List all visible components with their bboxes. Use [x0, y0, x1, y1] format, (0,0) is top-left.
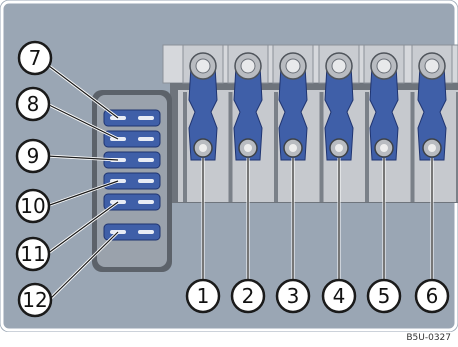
top-nut-center	[424, 58, 440, 74]
fuse-strap	[233, 65, 263, 161]
callout-label: 1	[197, 284, 210, 308]
callout-circle	[17, 282, 53, 318]
callout-label: 3	[287, 284, 300, 308]
housing-slot	[274, 92, 278, 202]
blade-fuse	[103, 172, 161, 190]
upright-fuse	[363, 44, 405, 161]
blade-fuse	[103, 130, 161, 148]
housing-front	[178, 90, 458, 202]
housing-slot	[183, 92, 187, 202]
callout-label: 8	[27, 92, 40, 116]
top-nut-center	[331, 58, 347, 74]
callout-upright-fuse: 2	[230, 278, 266, 314]
callout-circle	[230, 278, 266, 314]
housing-slot	[365, 92, 369, 202]
leader-line	[46, 180, 119, 207]
top-nut-center	[195, 58, 211, 74]
bottom-nut-center	[380, 144, 388, 152]
callout-blade-fuse: 11	[15, 236, 51, 272]
callout-upright-fuse: 1	[185, 278, 221, 314]
blade-fuse	[103, 223, 161, 241]
callout-label: 10	[20, 194, 45, 218]
blade-fuse-body	[103, 172, 161, 190]
callout-label: 11	[20, 242, 45, 266]
callout-circle	[275, 278, 311, 314]
blade-fuse-window	[138, 200, 154, 204]
callout-label: 9	[27, 144, 40, 168]
top-nut-center	[376, 58, 392, 74]
leader-line	[48, 65, 119, 119]
callout-circle	[15, 86, 51, 122]
callout-blade-fuse: 10	[15, 188, 51, 224]
blade-fuse-body	[103, 193, 161, 211]
callout-blade-fuse: 12	[17, 282, 53, 318]
blade-fuse-body	[103, 223, 161, 241]
callout-label: 5	[378, 284, 391, 308]
leader-line	[46, 155, 119, 161]
callout-blade-fuse: 9	[15, 138, 51, 174]
callout-upright-fuse: 4	[321, 278, 357, 314]
callout-circle	[185, 278, 221, 314]
fuse-strap	[188, 65, 218, 161]
callout-label: 6	[426, 284, 439, 308]
leader-line	[46, 103, 119, 140]
callout-circle	[17, 40, 53, 76]
callout-label: 2	[242, 284, 255, 308]
callout-upright-fuse: 6	[414, 278, 450, 314]
top-nut-center	[285, 58, 301, 74]
bottom-nut-center	[335, 144, 343, 152]
blade-fuse-window	[138, 116, 154, 120]
callout-circle	[15, 236, 51, 272]
callout-blade-fuse: 7	[17, 40, 53, 76]
callout-label: 4	[333, 284, 346, 308]
housing-slot	[228, 92, 233, 202]
housing-slot	[319, 92, 324, 202]
callout-label: 12	[22, 288, 47, 312]
upright-fuse	[272, 44, 314, 161]
housing-slot	[410, 92, 415, 202]
blade-fuse	[103, 109, 161, 127]
upright-fuse	[318, 44, 360, 161]
fuse-strap	[324, 65, 354, 161]
fuse-strap	[278, 65, 308, 161]
callout-upright-fuse: 5	[366, 278, 402, 314]
callout-circle	[321, 278, 357, 314]
upright-fuse	[182, 44, 224, 161]
figure-code: B5U-0327	[403, 332, 454, 345]
upright-fuse	[227, 44, 269, 161]
bottom-nut-center	[428, 144, 436, 152]
bottom-nut-center	[289, 144, 297, 152]
blade-fuse-window	[138, 230, 154, 234]
blade-fuse-window	[138, 158, 154, 162]
fuse-strap	[369, 65, 399, 161]
blade-fuse-body	[103, 109, 161, 127]
top-nut-center	[240, 58, 256, 74]
callout-upright-fuse: 3	[275, 278, 311, 314]
blade-fuse-window	[138, 137, 154, 141]
callout-label: 7	[29, 46, 42, 70]
leader-line	[46, 201, 119, 255]
callout-circle	[366, 278, 402, 314]
upright-fuse	[411, 44, 453, 161]
housing-slot	[456, 92, 458, 202]
fuse-strap	[417, 65, 447, 161]
blade-fuse-window	[138, 179, 154, 183]
upright-fuse-housing	[162, 44, 458, 203]
bottom-nut-center	[244, 144, 252, 152]
blade-fuse-body	[103, 130, 161, 148]
callout-circle	[15, 138, 51, 174]
callout-blade-fuse: 8	[15, 86, 51, 122]
callout-circle	[414, 278, 450, 314]
bottom-nut-center	[199, 144, 207, 152]
callout-circle	[15, 188, 51, 224]
leader-line	[48, 231, 119, 301]
